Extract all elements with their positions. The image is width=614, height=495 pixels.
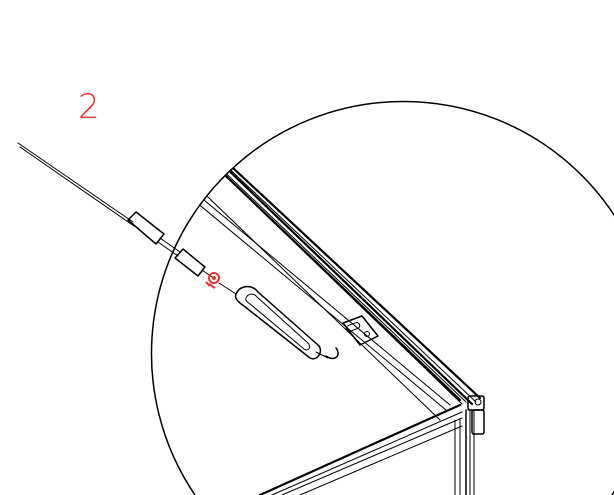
- cable-ferrule-2: [174, 248, 206, 277]
- detail-circle: [150, 100, 614, 495]
- step-number: 2: [78, 87, 100, 127]
- turnbuckle: [234, 285, 339, 360]
- corner-hinge: [467, 395, 485, 435]
- cable-ferrule-1: [127, 211, 165, 245]
- highlighted-connector: [205, 272, 220, 289]
- frame-profile: [151, 101, 485, 495]
- mounting-bracket: [342, 315, 379, 346]
- tension-cable-assembly: [17, 142, 339, 360]
